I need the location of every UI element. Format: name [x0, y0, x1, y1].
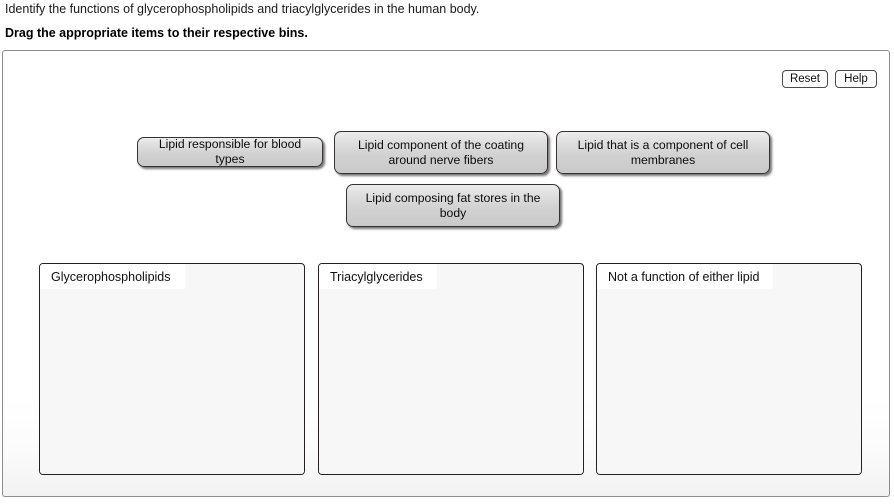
toolbar: Reset Help — [781, 70, 877, 88]
bin-triacylglycerides[interactable]: Triacylglycerides — [318, 263, 584, 475]
drag-tile-cell-membranes[interactable]: Lipid that is a component of cell membra… — [556, 131, 770, 174]
bin-label-not-a-function: Not a function of either lipid — [597, 264, 774, 289]
bin-not-a-function[interactable]: Not a function of either lipid — [596, 263, 862, 475]
bin-dropzone-glycerophospholipids[interactable] — [40, 289, 304, 474]
bin-label-glycerophospholipids: Glycerophospholipids — [40, 264, 185, 289]
drag-tile-fat-stores[interactable]: Lipid composing fat stores in the body — [346, 184, 560, 227]
bin-label-triacylglycerides: Triacylglycerides — [319, 264, 437, 289]
help-button[interactable]: Help — [835, 70, 877, 88]
drag-tile-blood-types[interactable]: Lipid responsible for blood types — [137, 137, 323, 167]
prompt-question: Identify the functions of glycerophospho… — [5, 2, 480, 16]
activity-panel: Reset Help Lipid responsible for blood t… — [2, 50, 890, 497]
reset-button[interactable]: Reset — [781, 70, 828, 88]
drag-tile-nerve-fiber-coating[interactable]: Lipid component of the coating around ne… — [334, 131, 548, 174]
bin-dropzone-triacylglycerides[interactable] — [319, 289, 583, 474]
bin-dropzone-not-a-function[interactable] — [597, 289, 861, 474]
bin-glycerophospholipids[interactable]: Glycerophospholipids — [39, 263, 305, 475]
prompt-instruction: Drag the appropriate items to their resp… — [5, 26, 308, 40]
